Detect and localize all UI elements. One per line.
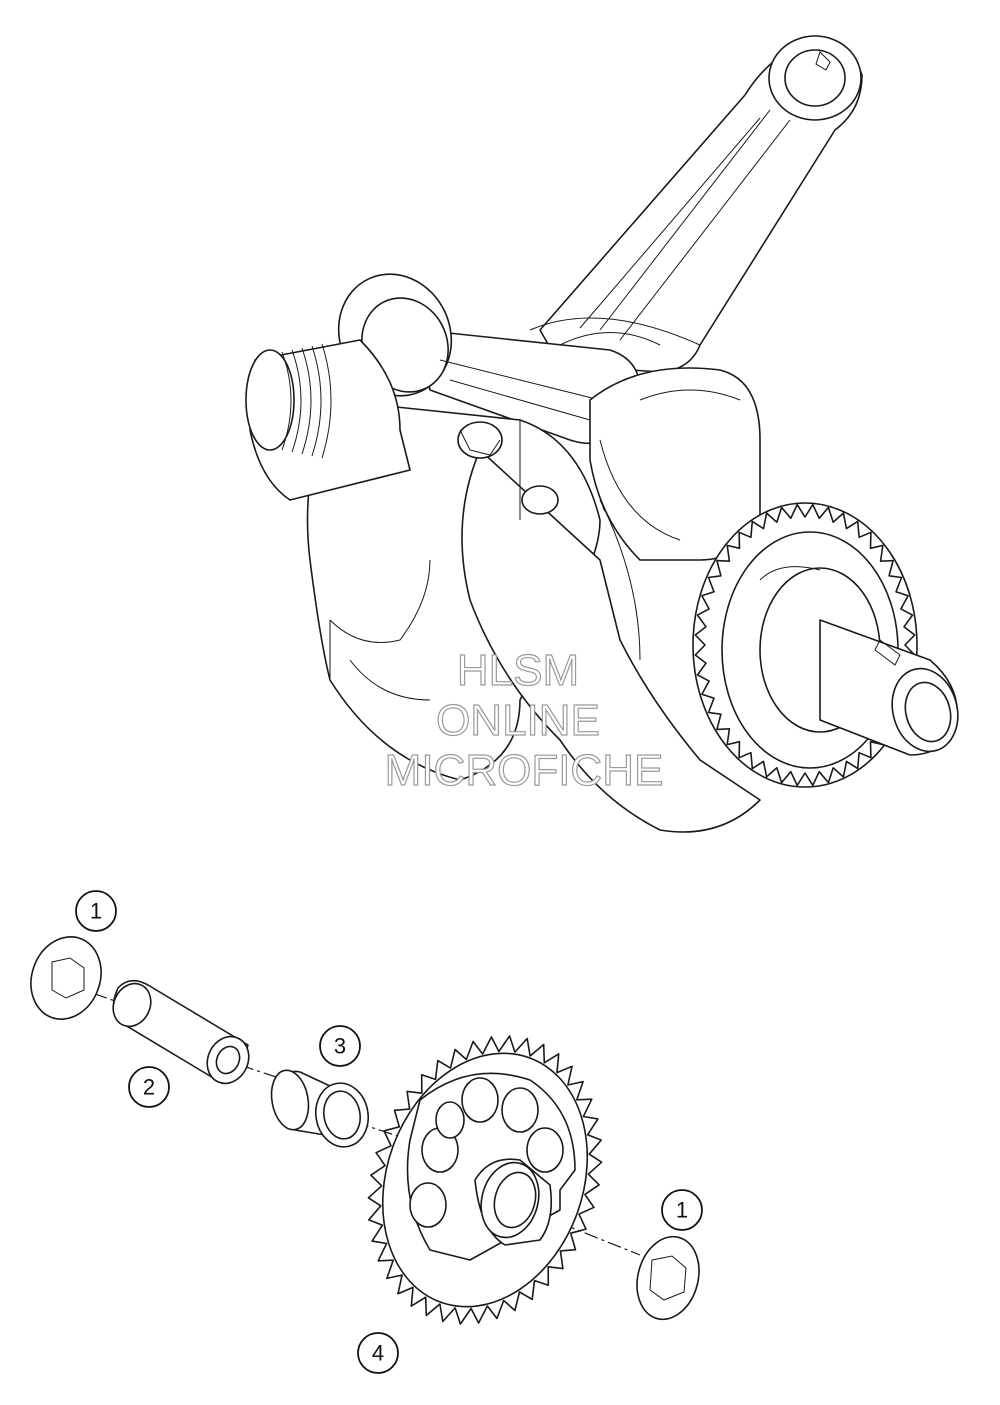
assembly-centerline-2 [239,1064,286,1081]
assembly-centerline-4 [514,1204,641,1256]
callout-4: 4 [357,1332,399,1374]
callout-1-top-label: 1 [90,899,102,924]
balancer-gear [367,1035,603,1325]
callout-3: 3 [319,1025,361,1067]
watermark-line-1: HLSM [457,646,579,695]
connecting-rod [529,35,863,373]
thrust-washer-left [30,936,102,1020]
second-connecting-rod [337,273,641,445]
callout-1-right-label: 1 [676,1198,688,1223]
callout-2: 2 [128,1066,170,1108]
callout-2-label: 2 [143,1075,155,1100]
thrust-washer-right [636,1235,700,1321]
watermark-line-2: ONLINE [436,696,600,745]
bushing [270,1069,370,1148]
watermark: HLSM ONLINE MICROFICHE [384,645,664,795]
callout-1-top: 1 [75,890,117,932]
left-journal [245,339,411,501]
right-journal [819,619,959,756]
callout-4-label: 4 [372,1341,384,1366]
crankshaft-assembly [245,35,959,833]
right-crank-web [589,367,761,561]
watermark-line-3: MICROFICHE [385,746,664,795]
bearing-pin [112,979,250,1085]
callout-1-right: 1 [661,1189,703,1231]
callout-3-label: 3 [334,1034,346,1059]
